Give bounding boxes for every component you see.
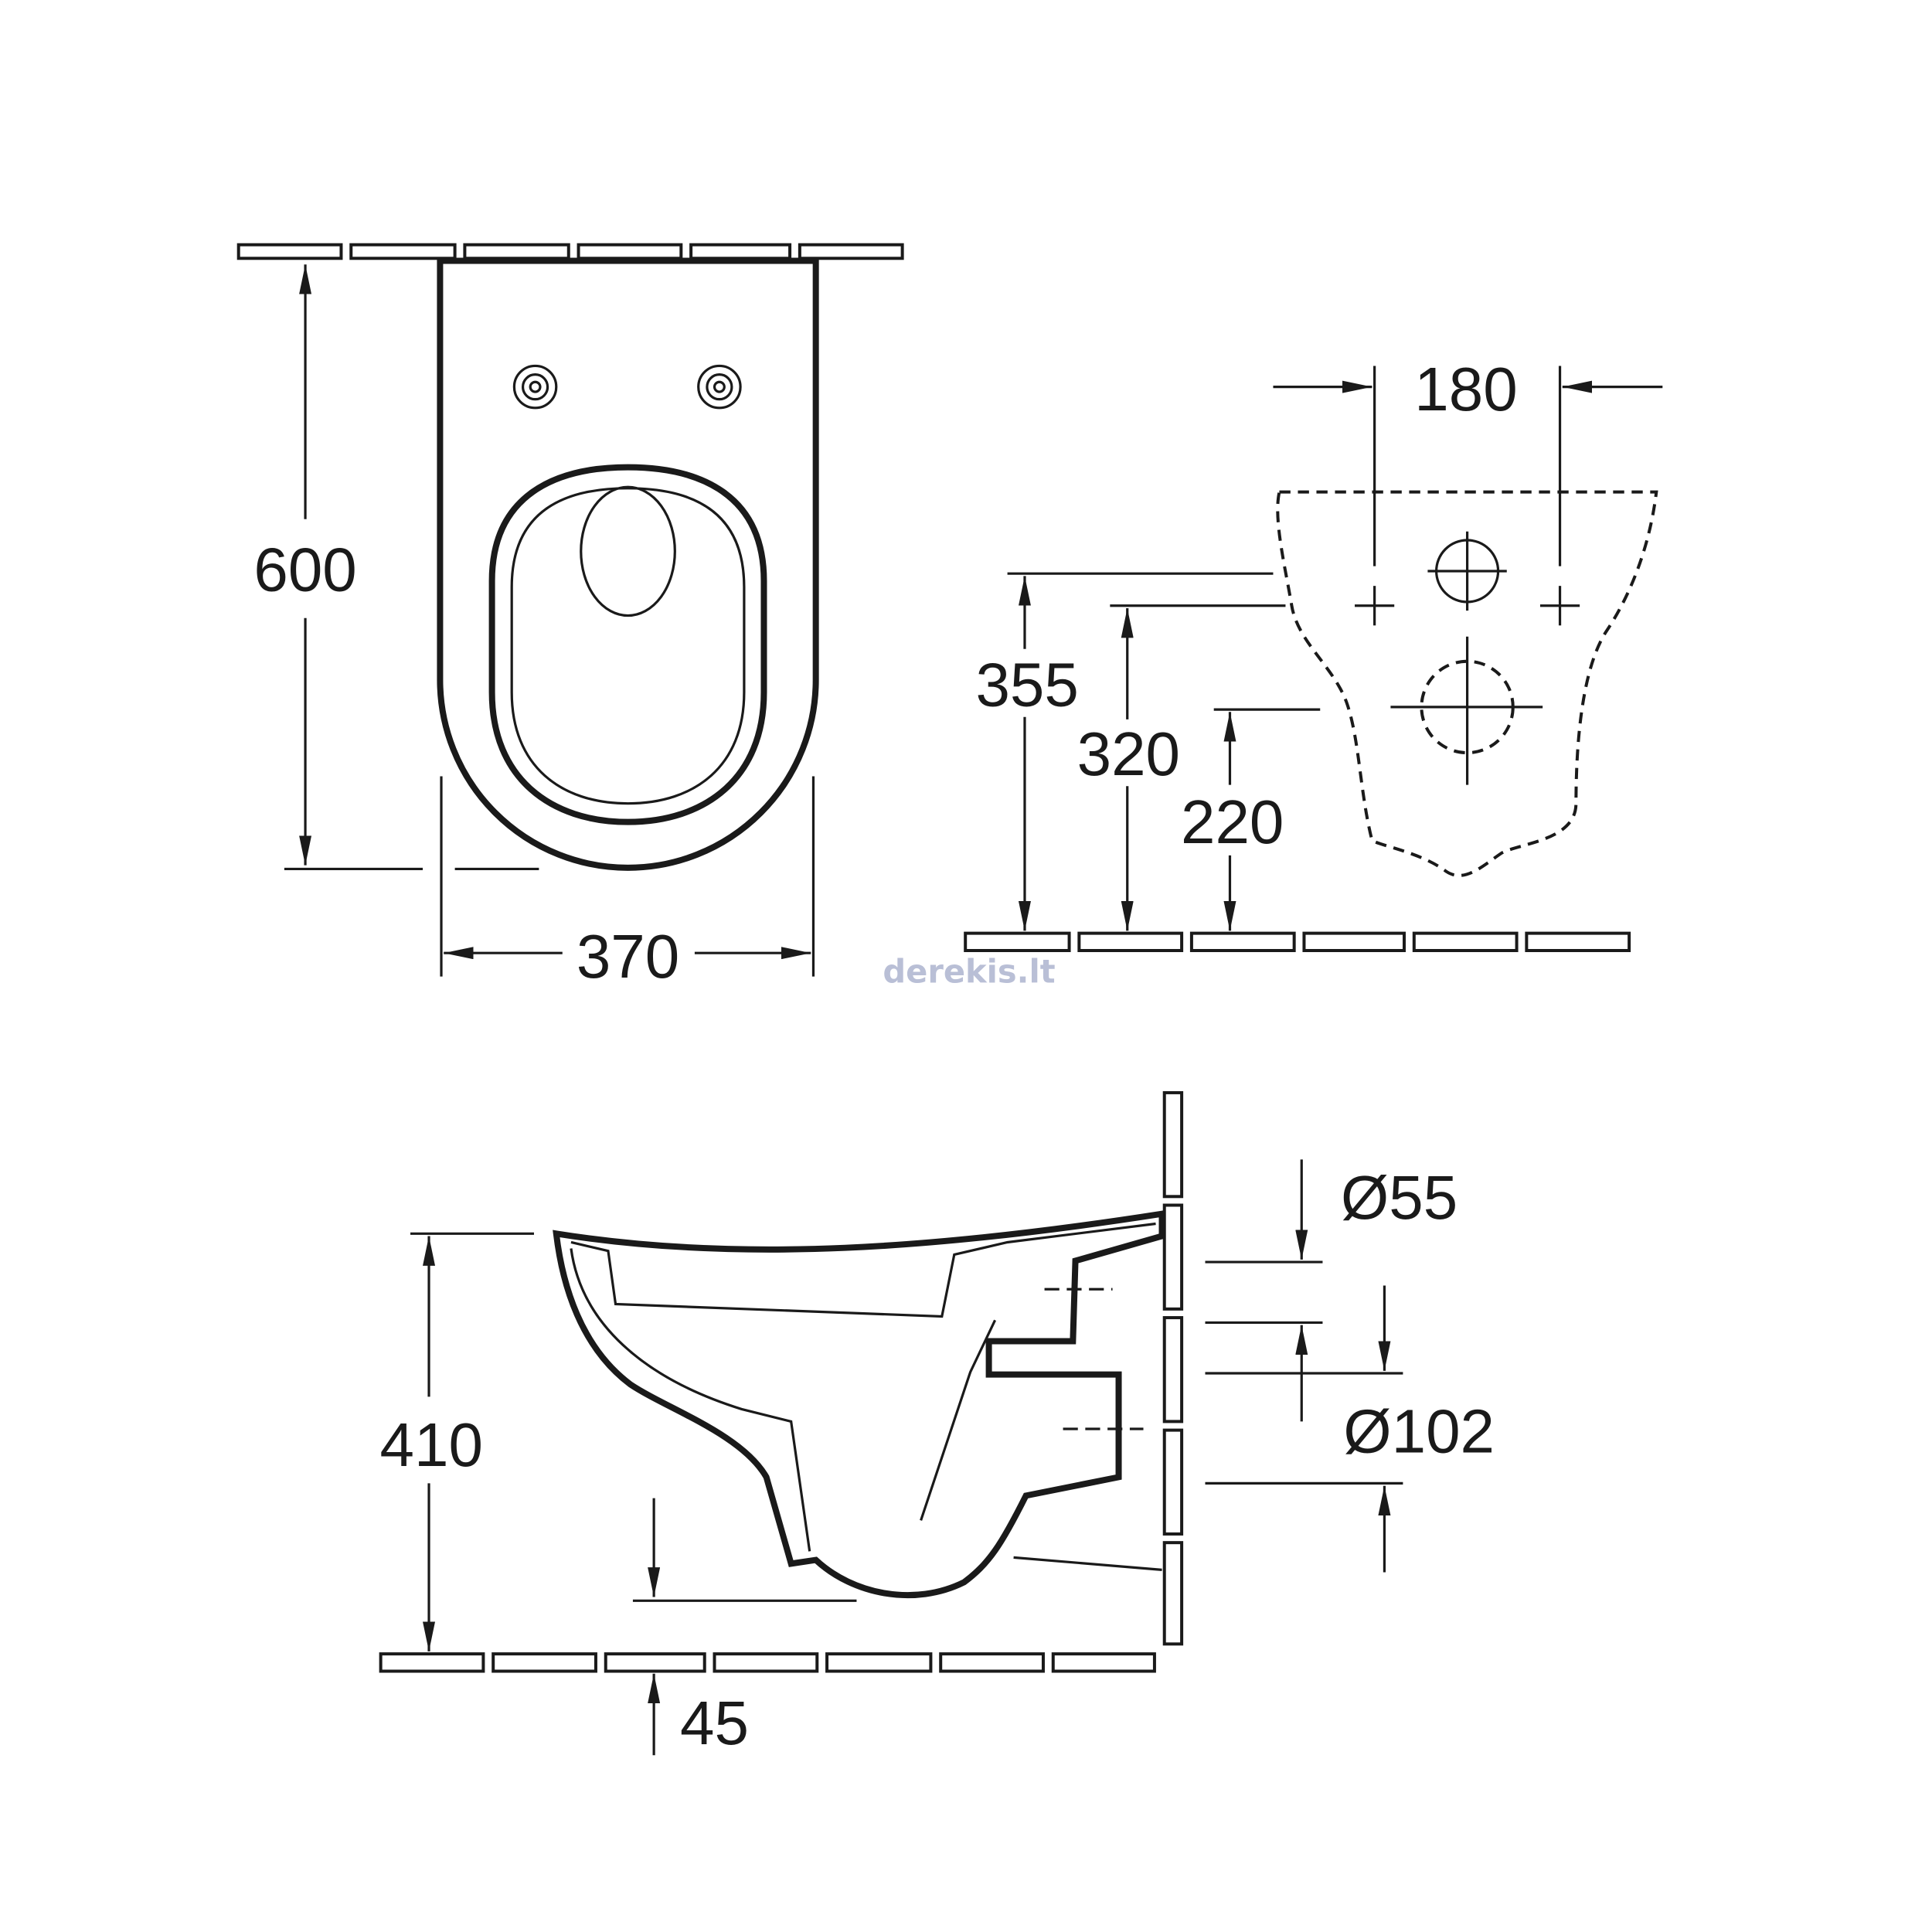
wall-view: 180 355 320 220	[964, 355, 1663, 953]
tile	[1189, 931, 1296, 953]
tile	[1162, 1203, 1184, 1311]
tile	[1162, 1541, 1184, 1646]
inlet-hole-icon	[1427, 531, 1507, 611]
toilet-side-outline	[553, 1210, 1165, 1599]
dimension-45-label: 45	[680, 1689, 749, 1757]
tile	[492, 1652, 597, 1673]
dimension-600-label: 600	[253, 536, 356, 604]
tile	[379, 1652, 485, 1673]
dimension-220-label: 220	[1181, 787, 1284, 856]
tile	[236, 243, 343, 260]
bowl-inner-profile	[570, 1248, 811, 1552]
tile	[689, 243, 792, 260]
tile	[577, 243, 683, 260]
dimension-370-label: 370	[577, 922, 679, 991]
dimension-d55-label: Ø55	[1341, 1163, 1458, 1232]
trap-wall	[920, 1319, 997, 1521]
seat-outer	[488, 464, 767, 825]
tile	[1077, 931, 1184, 953]
side-view: 410 45 Ø55 Ø102	[379, 1090, 1495, 1757]
wall-tiles-side	[1162, 1090, 1184, 1646]
tile	[939, 1652, 1045, 1673]
seat-profile	[570, 1222, 1156, 1318]
seat-inner	[510, 487, 746, 805]
tile	[1525, 931, 1631, 953]
tile	[349, 243, 457, 260]
dimension-d102-label: Ø102	[1343, 1396, 1495, 1465]
tile	[604, 1652, 706, 1673]
bowl-outline	[437, 257, 819, 871]
front-view: 600 370	[236, 243, 904, 991]
tile	[713, 1652, 819, 1673]
tile	[1162, 1090, 1184, 1199]
tile	[825, 1652, 933, 1673]
floor-tiles-wall-view	[964, 931, 1631, 953]
tile	[798, 243, 904, 260]
outlet-hole-icon	[1390, 636, 1543, 785]
dimension-410-label: 410	[380, 1410, 483, 1479]
dimension-180-label: 180	[1414, 355, 1517, 423]
seat-hinge-bolt-icon	[512, 364, 558, 410]
tile	[1302, 931, 1406, 953]
watermark: derekis.lt	[883, 953, 1055, 991]
tile	[1162, 1316, 1184, 1423]
tile	[463, 243, 570, 260]
fixing-bolt-icon	[1355, 586, 1395, 626]
tile	[1162, 1428, 1184, 1536]
tile	[1051, 1652, 1156, 1673]
wall-tiles-top	[236, 243, 904, 260]
dimension-320-label: 320	[1077, 719, 1180, 788]
tile	[964, 931, 1071, 953]
toilet-footprint-dashed	[1276, 490, 1658, 877]
tile	[1412, 931, 1519, 953]
dimension-355-label: 355	[975, 650, 1078, 719]
fixing-bolt-icon	[1539, 586, 1580, 626]
seat-hinge-bolt-icon	[697, 364, 742, 410]
floor-tiles-side	[379, 1652, 1156, 1673]
base-line	[1013, 1556, 1162, 1571]
bowl-opening	[580, 485, 676, 617]
